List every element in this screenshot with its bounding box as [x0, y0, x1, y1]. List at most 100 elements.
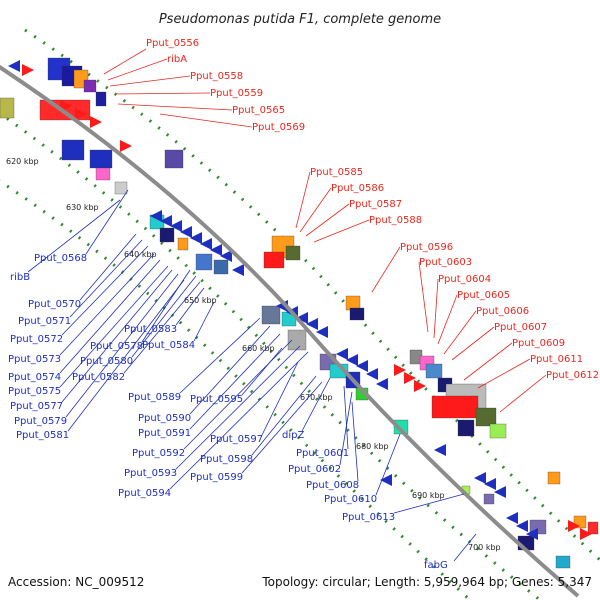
plus-gene-label: Pput_0606 [476, 306, 529, 317]
minus-leader-line [175, 287, 205, 326]
label-leaders [27, 48, 547, 562]
tick-label: 680 kbp [356, 442, 389, 451]
gene-box-3 [83, 79, 97, 93]
minus-leader-line [189, 333, 281, 430]
plus-leader-line [305, 203, 350, 237]
minus-gene-label: Pput_0589 [128, 392, 181, 403]
gene-arrow-27 [506, 512, 518, 524]
minus-gene-label: ribB [10, 272, 30, 283]
plus-gene-label: Pput_0565 [232, 105, 285, 116]
gene-box-36 [475, 407, 497, 427]
minus-leader-line [169, 351, 309, 490]
minus-leader-line [193, 301, 215, 342]
gene-box-37 [489, 423, 507, 439]
minus-leader-line [59, 265, 169, 388]
gene-box-8 [61, 139, 85, 161]
plus-gene-label: Pput_0596 [400, 242, 453, 253]
minus-gene-label: Pput_0593 [124, 468, 177, 479]
gene-box-21 [349, 307, 365, 321]
gene-box-13 [159, 227, 175, 243]
gene-box-14 [177, 237, 189, 251]
gene-box-22 [261, 305, 281, 325]
minus-gene-label: Pput_0601 [296, 448, 349, 459]
gene-box-46 [587, 521, 599, 535]
gene-arrow-15 [346, 354, 358, 366]
plus-leader-line [451, 326, 495, 361]
gene-box-11 [95, 167, 111, 181]
minus-gene-label: Pput_0584 [142, 340, 195, 351]
minus-gene-label: Pput_0598 [200, 454, 253, 465]
gene-box-38 [457, 419, 475, 437]
minus-gene-label: fabG [424, 560, 448, 571]
gene-features [0, 57, 599, 569]
plus-gene-label: ribA [167, 54, 187, 65]
minus-leader-line [375, 433, 401, 496]
tick-label: 660 kbp [242, 344, 275, 353]
plus-leader-line [114, 92, 211, 95]
minus-gene-label: dipZ [282, 430, 304, 441]
plus-leader-line [477, 358, 531, 389]
gene-arrow-22 [380, 474, 392, 486]
minus-leader-line [339, 391, 353, 466]
gene-box-7 [164, 149, 184, 169]
minus-gene-label: Pput_0577 [10, 401, 63, 412]
minus-leader-line [351, 401, 359, 482]
tick-label: 630 kbp [66, 203, 99, 212]
minus-gene-label: Pput_0578 [90, 341, 143, 352]
minus-gene-label: Pput_0591 [138, 428, 191, 439]
gene-box-4 [95, 91, 107, 107]
gene-arrow-2 [170, 220, 182, 232]
plus-leader-line [443, 310, 477, 355]
gene-arrow-8 [232, 264, 244, 276]
gene-box-5 [0, 97, 15, 119]
minus-gene-label: Pput_0581 [16, 430, 69, 441]
plus-gene-label: Pput_0585 [310, 167, 363, 178]
gene-box-16 [213, 259, 229, 275]
gene-arrow-17 [366, 368, 378, 380]
minus-leader-line [123, 281, 201, 374]
minus-leader-line [241, 381, 323, 474]
plus-gene-label: Pput_0611 [530, 354, 583, 365]
gene-box-35 [431, 395, 479, 419]
plus-leader-line [159, 113, 253, 128]
plus-gene-label: Pput_0604 [438, 274, 491, 285]
minus-leader-line [61, 269, 173, 403]
plus-leader-line [371, 246, 401, 293]
minus-leader-line [69, 239, 143, 318]
minus-leader-line [393, 493, 465, 514]
gene-arrow-19 [394, 364, 406, 376]
gene-arrow-25 [484, 478, 496, 490]
minus-gene-label: Pput_0595 [190, 394, 243, 405]
minus-gene-label: Pput_0597 [210, 434, 263, 445]
gene-arrow-7 [220, 250, 232, 262]
minus-gene-label: Pput_0594 [118, 488, 171, 499]
minus-gene-label: Pput_0574 [8, 372, 61, 383]
gene-box-10 [114, 181, 128, 195]
gene-arrow-30 [568, 520, 580, 532]
gene-box-40 [483, 493, 495, 505]
gene-arrow-20 [404, 372, 416, 384]
plus-leader-line [107, 58, 168, 81]
gene-arrow-23 [434, 444, 446, 456]
plus-leader-line [117, 103, 233, 111]
plus-leader-line [463, 342, 513, 381]
plus-leader-line [433, 278, 439, 339]
plus-leader-line [299, 187, 332, 233]
topology-text: Topology: circular; Length: 5,959,964 bp… [261, 575, 592, 589]
minus-leader-line [183, 339, 293, 450]
gene-box-18 [285, 245, 301, 261]
plus-leader-line [499, 374, 547, 413]
plus-gene-label: Pput_0605 [457, 290, 510, 301]
gene-box-43 [547, 471, 561, 485]
gene-arrow-0 [150, 210, 162, 222]
map-title: Pseudomonas putida F1, complete genome [159, 12, 441, 27]
minus-gene-label: Pput_0590 [138, 413, 191, 424]
gene-arrow-21 [414, 380, 426, 392]
minus-gene-label: Pput_0592 [132, 448, 185, 459]
minus-gene-label: Pput_0599 [190, 472, 243, 483]
gene-arrow-11 [296, 312, 308, 324]
gene-arrow-35 [120, 140, 132, 152]
gene-box-29 [393, 419, 409, 435]
gene-box-24 [287, 329, 307, 351]
